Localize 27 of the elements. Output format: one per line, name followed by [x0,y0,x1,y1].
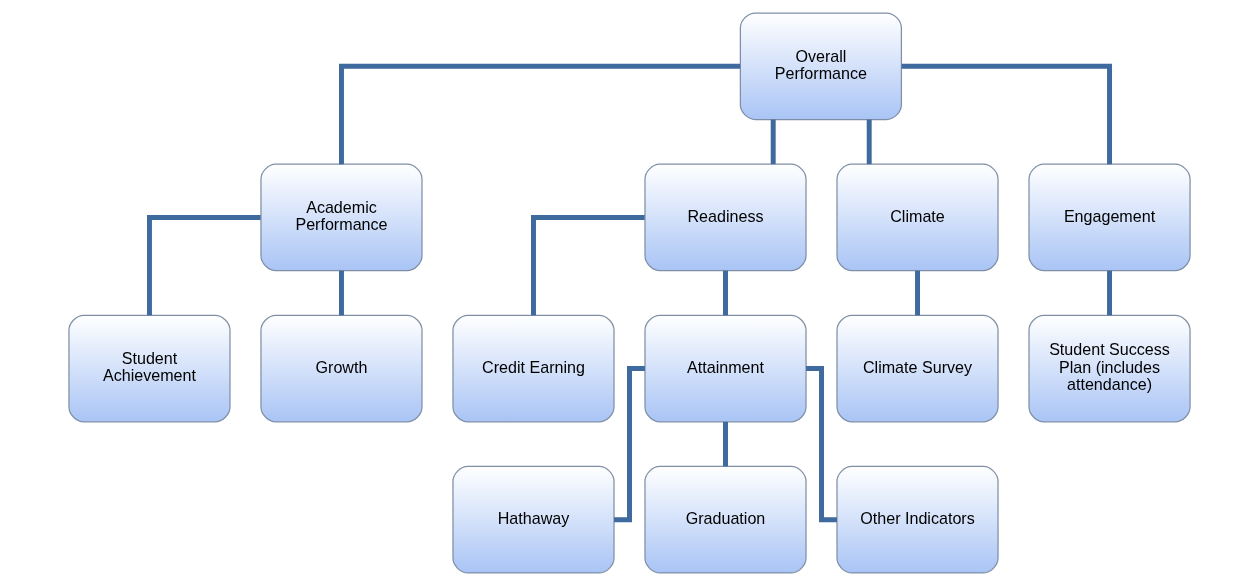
node-box: Academic Performance [259,163,423,272]
connector [338,270,344,316]
node-box: Student Achievement [67,314,231,423]
connector [613,366,645,523]
node-box: Overall Performance [739,12,902,121]
connector [722,270,728,316]
node-box: Climate [835,163,999,272]
connector [805,366,837,523]
connector [338,63,740,165]
node-box: Graduation [643,465,807,574]
node-box: Other Indicators [835,465,999,574]
connector [722,421,728,467]
connector [770,119,776,165]
node-box: Engagement [1027,163,1191,272]
node-box: Growth [259,314,423,423]
connector [146,214,261,316]
node-box: Attainment [643,314,807,423]
node-box: Readiness [643,163,807,272]
node-box: Hathaway [451,465,615,574]
connector [1106,270,1112,316]
connector [866,119,872,165]
node-box: Student Success Plan (includes attendance) [1027,314,1191,423]
connector [914,270,920,316]
connector [530,214,645,316]
connector [901,63,1112,165]
node-box: Climate Survey [835,314,999,423]
node-box: Credit Earning [451,314,615,423]
